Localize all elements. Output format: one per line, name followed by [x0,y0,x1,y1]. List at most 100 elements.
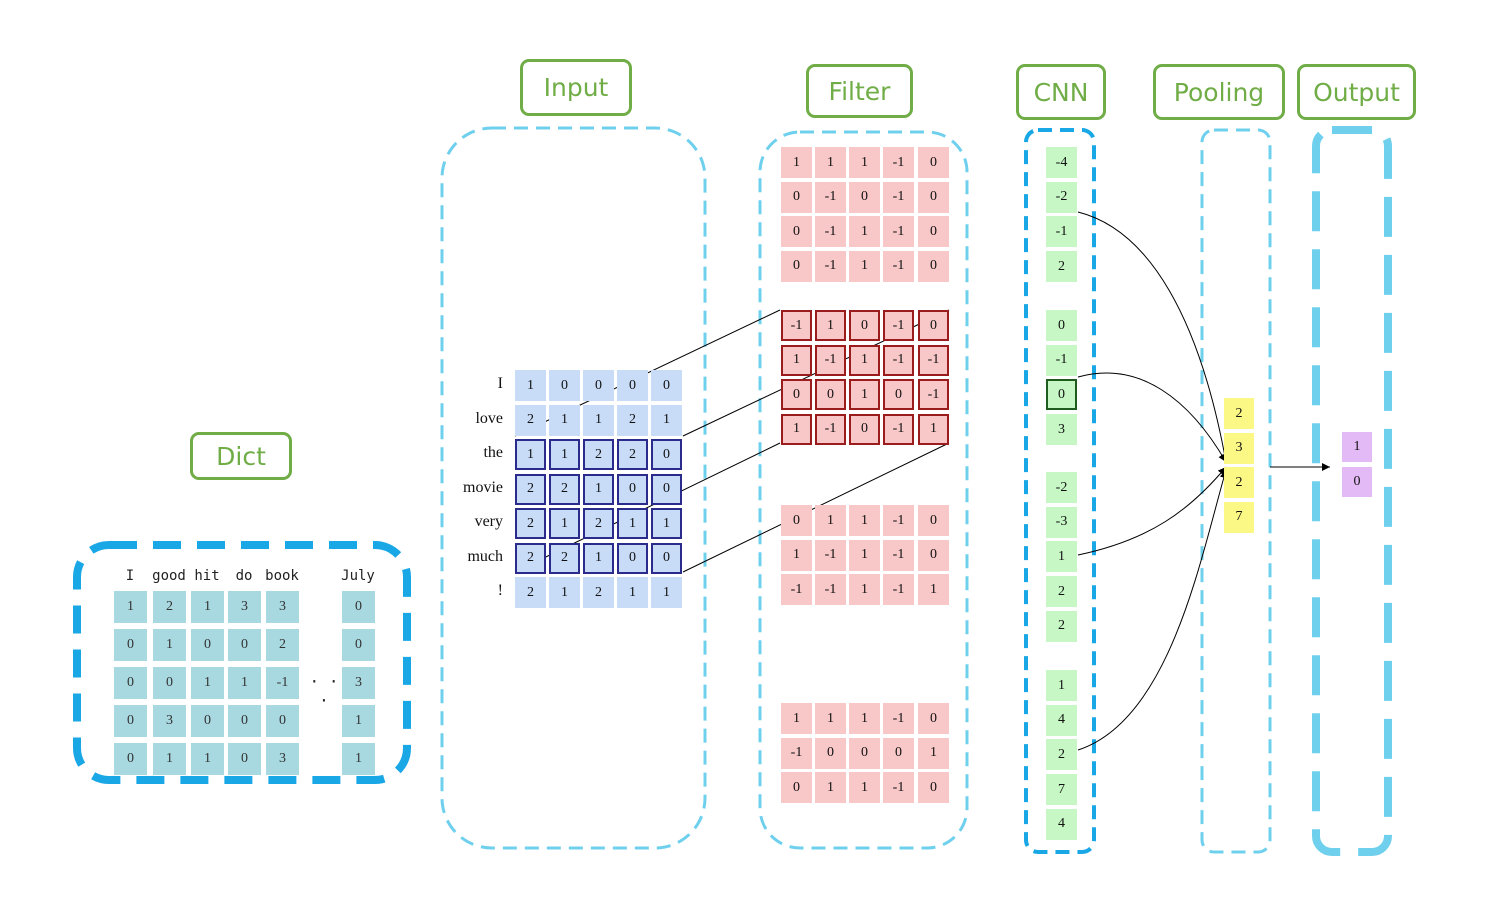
dict-header: I [125,568,135,584]
filter-cell: 1 [849,344,880,376]
input-cell: 1 [583,542,614,574]
filter-cell: -1 [815,344,846,376]
input-cell: 1 [651,404,682,436]
cnn-cell: 1 [1046,670,1077,701]
dict-header: hit [194,568,220,584]
cnn-cell: 2 [1046,610,1077,642]
filter-cell: 1 [849,379,880,410]
cnn-cell: 4 [1046,808,1077,840]
input-cell: 2 [515,577,546,608]
cnn-cell: -2 [1046,181,1077,213]
dict-cell: 0 [228,705,261,737]
dict-cell: 1 [114,591,147,623]
cnn-cell: 1 [1046,541,1077,573]
input-word: much [467,547,503,565]
output-container [1312,126,1392,856]
dict-cell: 1 [228,667,261,699]
filter-cell: -1 [883,772,914,803]
dict-cell: 3 [228,591,261,623]
filter-cell: -1 [781,310,812,341]
dict-cell: 2 [266,629,299,661]
dict-container [73,541,411,784]
dict-cell: 3 [342,667,375,699]
filter-cell: -1 [883,344,914,376]
dict-cell: 0 [342,591,375,623]
dict-cell: 0 [191,629,224,661]
filter-cell: 1 [849,147,880,178]
filter-cell: 1 [849,574,880,605]
output-cell: 0 [1342,466,1372,497]
cnn-container [1024,128,1096,854]
filter-cell: 0 [918,703,949,734]
pooling-cell: 2 [1224,398,1254,429]
filter-cell: 1 [918,737,949,769]
cnn-label: CNN [1016,64,1106,120]
input-cell: 0 [651,542,682,574]
filter-cell: -1 [815,181,846,213]
input-cell: 0 [651,439,682,470]
input-word: very [474,513,503,530]
input-cell: 0 [583,370,614,401]
input-cell: 0 [617,473,648,505]
cnn-cell: 2 [1046,251,1077,283]
filter-cell: 0 [849,181,880,213]
input-word: the [483,444,503,461]
dict-cell: 1 [153,743,186,775]
cnn-cell: -4 [1046,147,1077,178]
filter-cell: 0 [781,379,812,410]
output-label: Output [1297,64,1416,120]
dict-cell: 0 [191,705,224,737]
filter-cell: 1 [815,505,846,536]
dict-cell: 2 [153,591,186,623]
input-cell: 2 [515,404,546,436]
filter-cell: 1 [849,539,880,571]
input-cell: 2 [515,542,546,574]
filter-cell: 0 [918,216,949,247]
dict-cell: 1 [153,629,186,661]
dict-header: July [341,568,375,584]
filter-cell: -1 [918,344,949,376]
dict-cell: 0 [114,705,147,737]
cnn-cell: -2 [1046,472,1077,503]
input-cell: 1 [515,370,546,401]
filter-container [758,130,969,850]
input-label: Input [520,59,632,116]
dict-header: do [235,568,253,584]
filter-cell: 0 [918,772,949,803]
input-cell: 1 [651,508,682,539]
filter-cell: 0 [918,539,949,571]
filter-cell: 1 [849,505,880,536]
filter-cell: 0 [815,737,846,769]
input-cell: 2 [549,542,580,574]
filter-cell: 1 [781,147,812,178]
filter-cell: 1 [781,703,812,734]
input-word: ! [497,582,503,599]
input-cell: 1 [549,577,580,608]
dict-cell: 0 [228,743,261,775]
filter-cell: 1 [849,772,880,803]
input-container [440,126,707,850]
filter-cell: 1 [849,216,880,247]
pooling-cell: 7 [1224,501,1254,533]
dict-cell: 3 [266,743,299,775]
max-pool-arrow [1077,466,1227,556]
max-pool-arrow [1077,469,1228,751]
filter-cell: -1 [815,250,846,282]
filter-cell: 1 [815,147,846,178]
input-cell: 2 [583,508,614,539]
filter-cell: 0 [918,505,949,536]
input-cell: 0 [617,542,648,574]
input-cell: 2 [583,577,614,608]
dict-cell: -1 [266,667,299,699]
dict-label: Dict [190,432,292,480]
dict-cell: 0 [228,629,261,661]
filter-cell: -1 [918,379,949,410]
cnn-cell: -1 [1046,216,1077,248]
filter-cell: 0 [849,737,880,769]
filter-cell: -1 [815,413,846,445]
filter-cell: 0 [918,181,949,213]
dict-cell: 1 [191,743,224,775]
filter-cell: -1 [815,216,846,247]
filter-cell: 0 [781,216,812,247]
